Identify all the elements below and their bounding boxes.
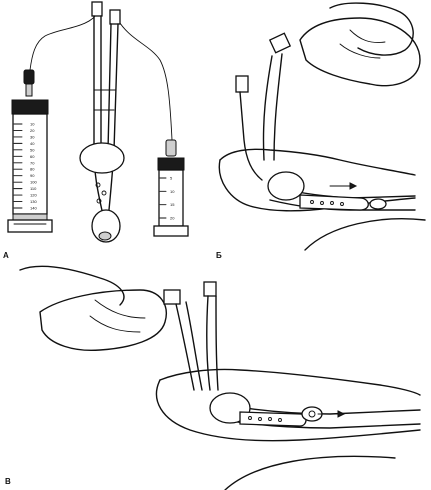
right-pilot-valve (165, 139, 177, 157)
syringe-large-scale-tick-label: 140 (30, 206, 37, 211)
tube-b-cap (235, 75, 249, 93)
syringe-large-scale-tick-label: 60 (30, 154, 35, 159)
panel-b-insertion (218, 2, 426, 251)
hand-squeezing-bag (329, 2, 414, 56)
tube-b-left (262, 55, 273, 161)
syringe-small-barrel (158, 169, 184, 227)
tube-c-right (185, 301, 203, 391)
left-pilot-valve (23, 69, 35, 85)
syringe-small-flange (153, 225, 189, 237)
shoulder-curve-c (224, 455, 396, 490)
syringe-small-scale-tick-label: 15 (170, 202, 175, 207)
left-pilot-line (29, 11, 99, 71)
head-outline-top-c (159, 368, 421, 396)
syringe-large-scale-tick-label: 130 (30, 199, 37, 204)
distal-cuff-b (369, 198, 387, 210)
proximal-cuff (79, 142, 125, 174)
syringe-small: 5 10 15 20 (153, 157, 189, 237)
tube-c-left (175, 303, 195, 391)
syringe-large-scale-tick-label: 40 (30, 141, 35, 146)
syringe-large-rim (12, 213, 48, 221)
syringe-large-scale-tick-label: 120 (30, 193, 37, 198)
syringe-large-plunger-cap (11, 99, 49, 115)
syringe-large-scale-tick-label: 90 (30, 173, 35, 178)
syringe-large-scale-tick-label: 10 (30, 122, 35, 127)
head-outline-bottom-c (155, 379, 421, 442)
syringe-small-scale: 5 10 15 20 (159, 176, 175, 221)
syringe-small-scale-tick-label: 10 (170, 189, 175, 194)
tube-b-second-lumen (239, 91, 263, 181)
syringe-large-scale-tick-label: 100 (30, 180, 37, 185)
syringe-small-scale-tick-label: 20 (170, 216, 175, 221)
esophageal-tube-b (299, 194, 369, 211)
ventilation-bag (299, 17, 421, 87)
right-pilot-line (117, 19, 173, 141)
left-valve-connector (25, 83, 33, 97)
tube-lumen-right-b (107, 23, 119, 221)
tube-in-airway-c (239, 411, 307, 427)
syringe-small-scale-tick-label: 5 (170, 176, 173, 181)
head-outline-top-b (219, 148, 416, 176)
panel-label-b: Б (216, 251, 222, 260)
tube-connector-top-right (109, 9, 121, 25)
ventilation-bag-c (39, 289, 167, 352)
bag-connector (268, 32, 292, 54)
syringe-large-scale-tick-label: 20 (30, 128, 35, 133)
panel-c-position (19, 265, 421, 490)
tube-lumen-right-a (107, 23, 112, 151)
tube-c-second-a (205, 295, 211, 391)
tube-b-right (273, 53, 283, 161)
pharyngeal-cuff-b (267, 171, 305, 201)
hand-top-c (19, 265, 125, 306)
tube-c-second-b (215, 295, 219, 391)
syringe-large-flange (7, 219, 53, 233)
panel-label-a: А (3, 251, 9, 260)
syringe-large-scale-tick-label: 30 (30, 134, 35, 139)
shoulder-curve-b (304, 218, 426, 251)
tube-lumen-left-a (93, 15, 105, 221)
syringe-large-scale-tick-label: 50 (30, 147, 35, 152)
syringe-large-scale-tick-label: 80 (30, 167, 35, 172)
tube-assembly (79, 1, 125, 243)
syringe-large-scale-tick-label: 70 (30, 160, 35, 165)
distal-cuff (91, 209, 121, 243)
tube-connector-top-left (91, 1, 103, 17)
syringe-large-scale-tick-label: 110 (30, 186, 37, 191)
bag-connector-c (163, 289, 181, 305)
panel-label-c: В (5, 477, 11, 486)
tube-c-cap (203, 281, 217, 297)
syringe-small-plunger-cap (157, 157, 185, 171)
